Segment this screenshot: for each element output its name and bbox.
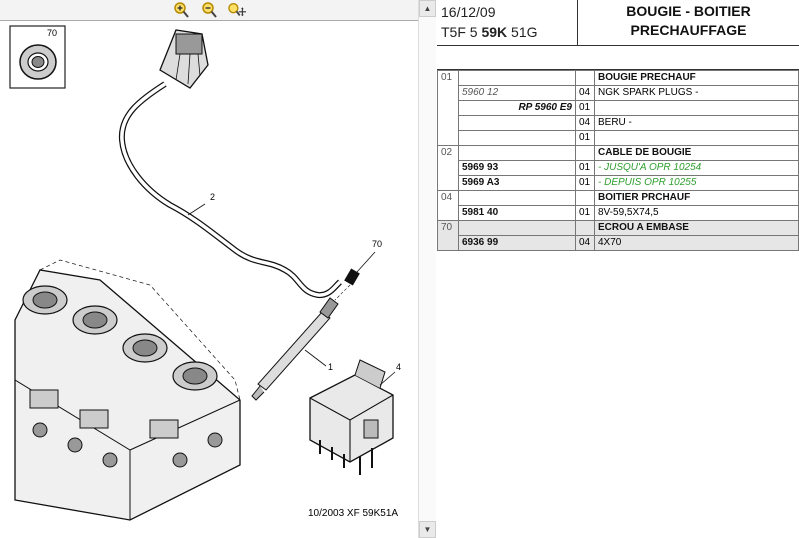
part-name: BOITIER PRCHAUF [594,190,799,206]
part-number[interactable]: RP 5960 E9 [458,100,576,116]
diagram-panel: 70 2 70 1 [0,0,436,538]
cable-connector [159,29,209,89]
glow-plug-cable [118,81,343,299]
header-model-code: T5F 5 59K 51G [441,24,538,40]
blank-header-row [437,46,799,70]
table-row[interactable]: 6936 99 04 4X70 [437,235,799,251]
part-name: ECROU A EMBASE [594,220,799,236]
ref-cell: 02 [437,145,459,191]
zoom-out-icon[interactable] [200,2,218,18]
part-name: CABLE DE BOUGIE [594,145,799,161]
exploded-parts-diagram: 70 2 70 1 [9,25,401,521]
part-number[interactable]: 5969 A3 [458,175,576,191]
table-row[interactable]: RP 5960 E9 01 [438,100,799,116]
header-date: 16/12/09 [441,4,496,20]
label-70: 70 [372,239,382,249]
zoom-toolbar [0,0,418,21]
part-number[interactable]: 6936 99 [458,235,576,251]
ref-cell: 01 [437,70,459,146]
inset-box-70 [9,25,66,89]
page-title: BOUGIE - BOITIER PRECHAUFFAGE [626,3,751,38]
diagram-reference: 10/2003 XF 59K51A [308,508,399,519]
label-2: 2 [210,192,215,202]
part-number[interactable]: 5960 12 [458,85,576,101]
pan-zoom-icon[interactable] [228,2,246,18]
header-info: 16/12/09 T5F 5 59K 51G [437,0,578,45]
part-number[interactable]: 5969 93 [458,160,576,176]
table-row[interactable]: 5969 A3 01 - DEPUIS OPR 10255 [438,175,799,191]
table-row[interactable]: 5960 12 04 NGK SPARK PLUGS - [438,85,799,101]
label-1: 1 [328,362,333,372]
nut-70 [344,268,360,286]
table-row[interactable]: 5981 40 01 8V-59,5X74,5 [438,205,799,221]
cylinder-head [14,259,241,521]
zoom-in-icon[interactable] [172,2,190,18]
scroll-down-arrow-icon[interactable]: ▼ [419,521,436,538]
ref-cell: 04 [437,190,459,221]
table-row[interactable]: 04 BOITIER PRCHAUF [437,190,799,221]
label-70-box: 70 [47,28,57,38]
table-row[interactable]: 04 BERU - [438,115,799,131]
glow-plug [251,297,339,401]
parts-table: 01 BOUGIE PRECHAUF 5960 12 04 NGK SPARK … [437,70,799,251]
label-4: 4 [396,362,401,372]
table-row[interactable]: 01 [438,130,799,146]
parts-panel: 16/12/09 T5F 5 59K 51G BOUGIE - BOITIER … [437,0,799,538]
part-number[interactable]: 5981 40 [458,205,576,221]
vertical-scrollbar[interactable]: ▲ ▼ [418,0,436,538]
table-row[interactable]: 5969 93 01 - JUSQU'A OPR 10254 [438,160,799,176]
part-name: BOUGIE PRECHAUF [594,70,799,86]
table-row[interactable]: 02 CABLE DE BOUGIE [437,145,799,191]
ref-cell: 70 [437,220,459,251]
table-row[interactable]: 01 BOUGIE PRECHAUF [437,70,799,146]
scroll-up-arrow-icon[interactable]: ▲ [419,0,436,17]
table-row[interactable]: 70 ECROU A EMBASE [437,220,799,251]
parts-header: 16/12/09 T5F 5 59K 51G BOUGIE - BOITIER … [437,0,799,46]
preheat-control-box [309,359,394,475]
